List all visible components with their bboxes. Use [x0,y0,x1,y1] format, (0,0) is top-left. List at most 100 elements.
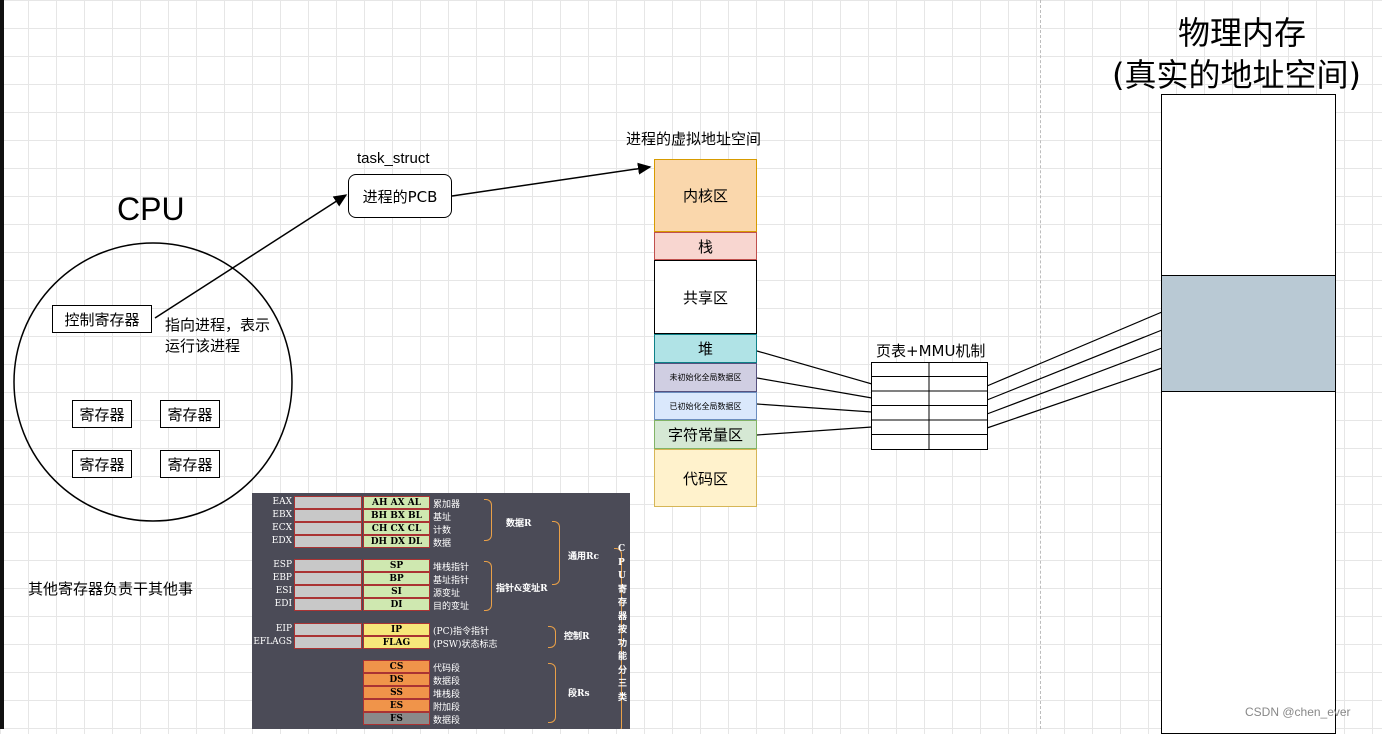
reg-high-bits [294,535,362,548]
group-label-pointer: 指针&变址R [496,584,548,594]
reg-cell: DS [363,673,430,686]
physical-title-1: 物理内存 [1178,14,1307,52]
other-registers-note: 其他寄存器负责干其他事 [28,580,194,598]
brace [552,521,560,585]
virtual-space-title: 进程的虚拟地址空间 [626,130,762,148]
group-label-control: 控制R [564,632,590,642]
vspace-segment-2: 共享区 [654,260,757,334]
page-table-label: 页表+MMU机制 [876,342,986,360]
reg-desc: (PSW)状态标志 [433,640,498,650]
brace [614,548,622,729]
cpu-circle [13,242,293,522]
reg-desc: 堆栈段 [433,690,461,700]
reg-high-bits [294,623,362,636]
vspace-segment-3: 堆 [654,334,757,363]
register-box-1: 寄存器 [72,400,132,428]
brace [484,561,492,611]
reg-cell: FLAG [363,636,430,649]
vspace-segment-0: 内核区 [654,159,757,232]
reg-high-bits [294,559,362,572]
reg-cell: SP [363,559,430,572]
reg-desc: 计数 [433,526,452,536]
brace [548,663,556,723]
vspace-segment-5: 已初始化全局数据区 [654,392,757,420]
reg-cell: CH CX CL [363,522,430,535]
reg-name: ESP [273,560,292,570]
reg-name: ESI [275,586,292,596]
reg-cell: SS [363,686,430,699]
reg-desc: 附加段 [433,703,461,713]
pointer-note: 指向进程，表示运行该进程 [165,316,271,355]
reg-name: EIP [275,624,292,634]
reg-desc: 基址 [433,513,452,523]
reg-desc: (PC)指令指针 [433,627,489,637]
reg-name: EDX [271,536,292,546]
reg-cell: DI [363,598,430,611]
reg-desc: 目的变址 [433,602,470,612]
vspace-segment-6: 字符常量区 [654,420,757,449]
reg-high-bits [294,496,362,509]
reg-name: EBX [272,510,292,520]
reg-high-bits [294,509,362,522]
reg-high-bits [294,522,362,535]
physical-memory-mapped-region [1161,275,1336,392]
reg-name: EAX [272,497,292,507]
pcb-box: 进程的PCB [348,174,452,218]
group-label-general: 通用Rc [568,552,599,562]
reg-cell: DH DX DL [363,535,430,548]
cpu-title: CPU [117,191,185,227]
reg-name: EDI [274,599,292,609]
vspace-segment-7: 代码区 [654,449,757,507]
reg-name: EFLAGS [253,637,292,647]
reg-name: ECX [272,523,292,533]
dashed-divider [1040,0,1041,729]
reg-cell: SI [363,585,430,598]
reg-desc: 数据段 [433,716,461,726]
register-box-2: 寄存器 [160,400,220,428]
reg-desc: 代码段 [433,664,461,674]
group-label-data: 数据R [506,519,532,529]
page-table-grid [871,362,988,450]
reg-cell: BP [363,572,430,585]
brace [484,499,492,541]
reg-cell: ES [363,699,430,712]
reg-cell: AH AX AL [363,496,430,509]
map-line-rodata [756,426,873,436]
register-box-4: 寄存器 [160,450,220,478]
map-line-phys-1 [986,311,1163,387]
reg-desc: 累加器 [433,500,461,510]
reg-high-bits [294,598,362,611]
reg-cell: FS [363,712,430,725]
reg-desc: 源变址 [433,589,461,599]
control-register-box: 控制寄存器 [52,305,152,333]
register-box-3: 寄存器 [72,450,132,478]
map-line-phys-2 [986,329,1163,401]
physical-title-2: (真实的地址空间) [1112,56,1361,94]
group-label-segment: 段Rs [568,689,590,699]
physical-memory-block [1161,94,1336,734]
reg-cell: CS [363,660,430,673]
task-struct-label: task_struct [357,150,430,167]
arrow-pcb-to-vspace [451,162,652,197]
reg-desc: 基址指针 [433,576,470,586]
vspace-segment-4: 未初始化全局数据区 [654,363,757,392]
vspace-segment-1: 栈 [654,232,757,260]
map-line-phys-4 [986,367,1163,429]
watermark: CSDN @chen_ever [1245,705,1351,719]
reg-cell: IP [363,623,430,636]
reg-name: EBP [272,573,292,583]
reg-desc: 数据 [433,539,452,549]
map-line-heap [756,350,873,385]
group-label-vertical: CPU寄存器按功能分三类 [618,544,628,703]
brace [548,626,556,648]
reg-cell: BH BX BL [363,509,430,522]
left-edge-bar [0,0,4,729]
reg-desc: 数据段 [433,677,461,687]
reg-desc: 堆栈指针 [433,563,470,573]
reg-high-bits [294,572,362,585]
map-line-bss [756,377,873,399]
reg-high-bits [294,585,362,598]
reg-high-bits [294,636,362,649]
